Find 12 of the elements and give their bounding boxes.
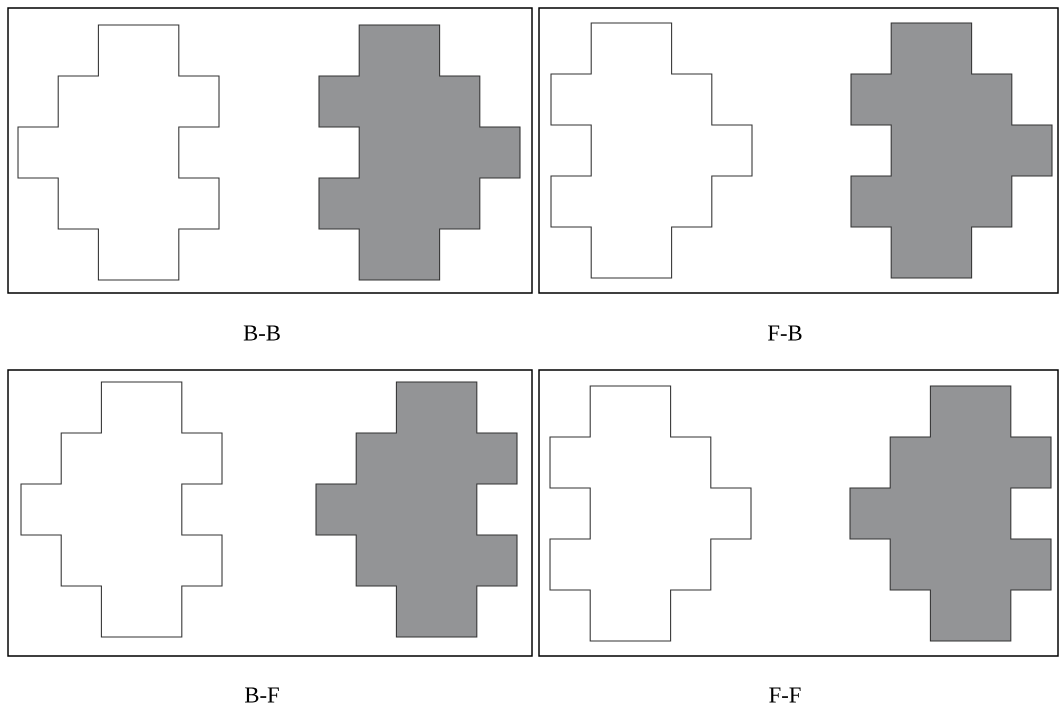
cross-shape: [17, 24, 220, 281]
cross-shape: [850, 22, 1053, 279]
cross-shape: [849, 385, 1052, 642]
panel-caption: F-F: [769, 687, 801, 703]
cross-shape: [550, 22, 753, 279]
panel-caption: B-F: [245, 687, 279, 703]
cross-shape: [315, 381, 518, 638]
panel-caption: F-B: [768, 325, 802, 341]
cross-shape: [549, 385, 752, 642]
cross-shape: [318, 24, 521, 281]
panel-caption: B-B: [243, 325, 280, 341]
cross-shape: [20, 381, 223, 638]
